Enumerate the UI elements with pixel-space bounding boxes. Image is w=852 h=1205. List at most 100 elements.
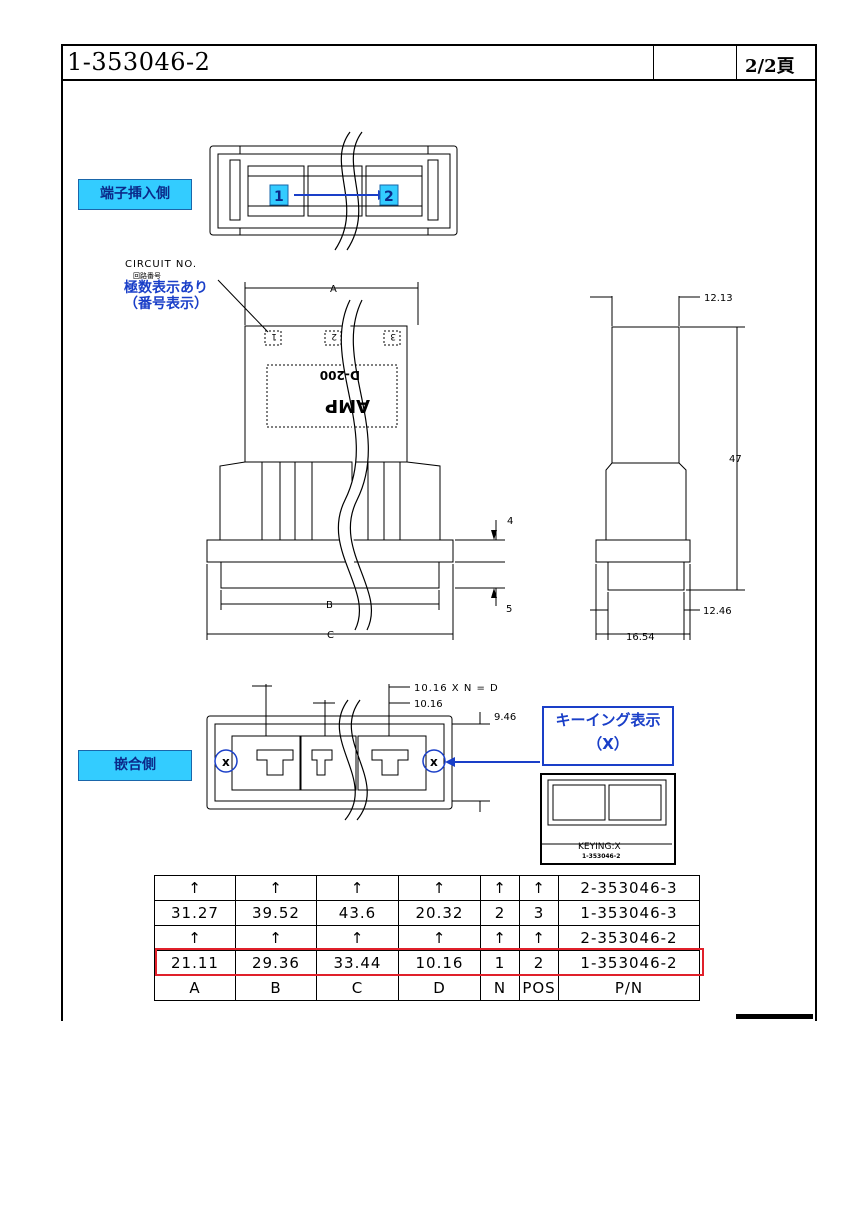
keying-note-1: キーイング表示 bbox=[555, 711, 661, 729]
table-cell: ↑ bbox=[154, 925, 236, 951]
table-row: ↑ ↑ ↑ ↑ ↑ ↑ 2-353046-2 bbox=[154, 925, 700, 951]
drawing-sheet: 1-353046-2 2/2頁 bbox=[61, 44, 817, 1021]
keying-x-left: x bbox=[222, 755, 230, 769]
top-view-cavity-3 bbox=[365, 165, 423, 217]
table-header-row: A B C D N POS P/N bbox=[154, 975, 700, 1001]
table-cell: ↑ bbox=[316, 875, 399, 901]
front-view-flange bbox=[206, 539, 454, 563]
cavity-number-1: 1 bbox=[271, 331, 277, 341]
pin-label-2: 2 bbox=[384, 189, 394, 205]
keying-label-text: KEYING:X bbox=[578, 842, 621, 852]
table-header: P/N bbox=[558, 975, 700, 1001]
front-view-bottom bbox=[220, 561, 440, 589]
table-cell: ↑ bbox=[316, 925, 399, 951]
mating-side-badge: 嵌合側 bbox=[78, 750, 192, 781]
mating-view-outline bbox=[206, 715, 453, 810]
dim-16-54: 16.54 bbox=[626, 632, 655, 643]
table-header: C bbox=[316, 975, 399, 1001]
table-row: 31.27 39.52 43.6 20.32 2 3 1-353046-3 bbox=[154, 900, 700, 926]
table-cell: ↑ bbox=[235, 875, 317, 901]
keying-label-frame bbox=[540, 773, 676, 865]
blank-cell bbox=[654, 46, 737, 79]
table-cell: 2-353046-2 bbox=[558, 925, 700, 951]
dim-12-13: 12.13 bbox=[704, 293, 733, 304]
keying-label-pn: 1-353046-2 bbox=[582, 853, 620, 860]
side-view-upper bbox=[611, 326, 680, 464]
front-view-lower-body bbox=[219, 461, 441, 541]
dim-12-46: 12.46 bbox=[703, 606, 732, 617]
dim-47: 47 bbox=[729, 454, 742, 465]
table-cell: 20.32 bbox=[398, 900, 481, 926]
table-header: D bbox=[398, 975, 481, 1001]
pin-label-1: 1 bbox=[274, 189, 284, 205]
page-number: 2/2頁 bbox=[745, 56, 795, 77]
table-cell: 2 bbox=[480, 900, 520, 926]
circuit-note-2: （番号表示） bbox=[124, 296, 208, 312]
table-cell: 3 bbox=[519, 900, 559, 926]
footer-bar bbox=[736, 1014, 813, 1019]
title-cell: 1-353046-2 bbox=[63, 46, 654, 79]
dim-b: B bbox=[326, 600, 333, 611]
table-cell: ↑ bbox=[519, 875, 559, 901]
page-cell: 2/2頁 bbox=[737, 46, 815, 79]
circuit-note: 極数表示あり （番号表示） bbox=[112, 280, 220, 312]
table-cell: 31.27 bbox=[154, 900, 236, 926]
table-cell: ↑ bbox=[398, 925, 481, 951]
circuit-note-1: 極数表示あり bbox=[124, 280, 208, 296]
table-cell: 39.52 bbox=[235, 900, 317, 926]
table-cell: 2-353046-3 bbox=[558, 875, 700, 901]
keying-label-connector bbox=[547, 779, 667, 826]
dim-pitch: 10.16 bbox=[414, 699, 443, 710]
keying-mark-right bbox=[422, 749, 446, 773]
table-cell: 43.6 bbox=[316, 900, 399, 926]
mating-cavity-3 bbox=[357, 735, 427, 791]
table-header: B bbox=[235, 975, 317, 1001]
dim-c: C bbox=[327, 630, 334, 641]
top-view-inner bbox=[217, 153, 451, 229]
body-marking-d200: D-200 bbox=[320, 368, 360, 382]
mating-cavity-1 bbox=[231, 735, 301, 791]
body-marking-amp: AMP bbox=[325, 395, 370, 416]
keying-note-2: （X） bbox=[587, 735, 629, 753]
part-number-table: ↑ ↑ ↑ ↑ ↑ ↑ 2-353046-3 31.27 39.52 43.6 … bbox=[154, 875, 700, 1001]
front-view-marking-area bbox=[266, 364, 398, 428]
table-cell: ↑ bbox=[398, 875, 481, 901]
table-cell: ↑ bbox=[480, 925, 520, 951]
keying-x-right: x bbox=[430, 755, 438, 769]
table-header: A bbox=[154, 975, 236, 1001]
part-number-title: 1-353046-2 bbox=[67, 48, 211, 76]
table-header: N bbox=[480, 975, 520, 1001]
terminal-side-badge: 端子挿入側 bbox=[78, 179, 192, 210]
top-view-cavity-1 bbox=[247, 165, 305, 217]
highlighted-row bbox=[155, 948, 704, 976]
top-view-right-slot bbox=[427, 159, 439, 221]
dim-5: 5 bbox=[506, 604, 512, 615]
cavity-number-2: 2 bbox=[331, 331, 337, 341]
dim-4: 4 bbox=[507, 516, 513, 527]
side-view-flange bbox=[595, 539, 691, 563]
circuit-no-jp: 回路番号 bbox=[133, 272, 161, 280]
title-block: 1-353046-2 2/2頁 bbox=[63, 46, 815, 81]
top-view-cavity-2 bbox=[307, 165, 363, 217]
cavity-number-3: 3 bbox=[390, 331, 396, 341]
dim-9-46: 9.46 bbox=[494, 712, 516, 723]
dim-a: A bbox=[330, 284, 337, 295]
dim-formula: 10.16 X N = D bbox=[414, 683, 499, 694]
table-cell: 1-353046-3 bbox=[558, 900, 700, 926]
table-cell: 10.16 bbox=[398, 950, 481, 976]
side-view-bottom bbox=[607, 561, 685, 591]
table-cell: 2 bbox=[519, 950, 559, 976]
table-cell: ↑ bbox=[154, 875, 236, 901]
top-view-left-slot bbox=[229, 159, 241, 221]
table-header: POS bbox=[519, 975, 559, 1001]
mating-cavity-2 bbox=[300, 735, 357, 791]
table-cell: ↑ bbox=[519, 925, 559, 951]
table-cell: ↑ bbox=[480, 875, 520, 901]
table-cell: ↑ bbox=[235, 925, 317, 951]
side-view-lower bbox=[605, 462, 687, 541]
front-view-upper-body bbox=[244, 325, 408, 463]
top-view-outline bbox=[209, 145, 458, 236]
circuit-no-label: CIRCUIT NO. bbox=[125, 259, 198, 270]
keying-note-box: キーイング表示 （X） bbox=[542, 706, 674, 766]
